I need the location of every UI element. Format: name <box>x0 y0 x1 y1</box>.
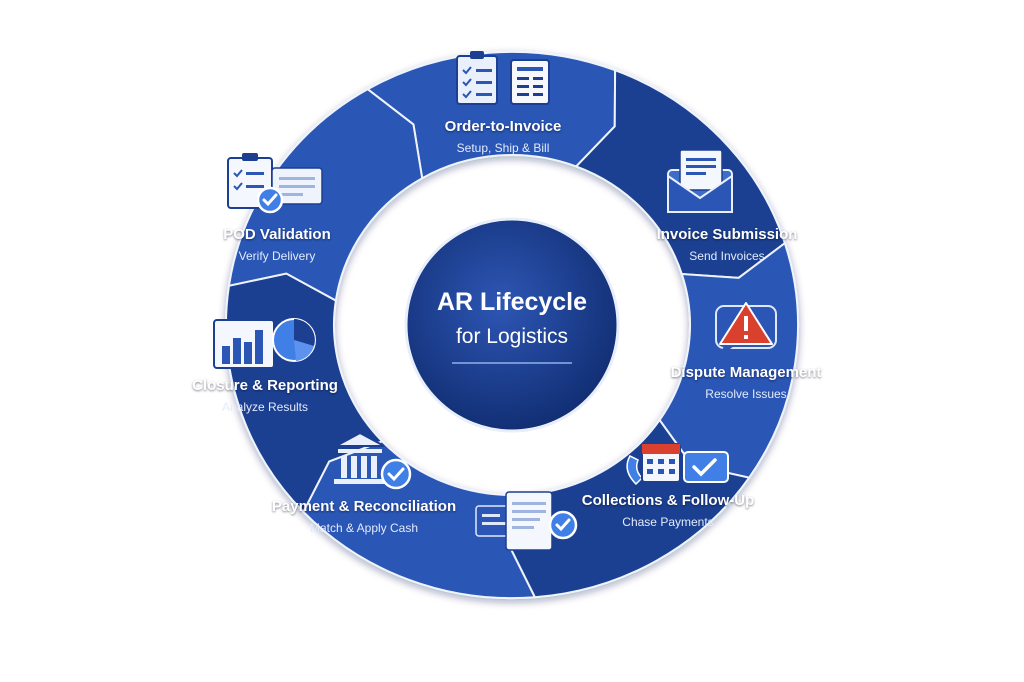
stage-title: Order-to-Invoice <box>444 118 562 135</box>
stage-payment-reconciliation: Payment & Reconciliation Match & Apply C… <box>272 498 456 535</box>
stage-collections-follow-up: Collections & Follow-Up Chase Payments <box>582 492 755 529</box>
stage-title: Invoice Submission <box>656 226 798 243</box>
center-title-block: AR Lifecycle for Logistics <box>437 288 587 349</box>
stage-pod-validation: POD Validation Verify Delivery <box>223 226 331 263</box>
stage-subtitle: Resolve Issues <box>705 387 787 401</box>
center-hub <box>404 217 620 433</box>
stage-title: Collections & Follow-Up <box>581 492 755 509</box>
stage-subtitle: Chase Payments <box>622 515 714 529</box>
stage-closure-reporting: Closure & Reporting Analyze Results <box>192 377 338 414</box>
ring-segment-pod-validation <box>227 87 424 303</box>
stage-order-to-invoice: Order-to-Invoice Setup, Ship & Bill <box>445 118 562 155</box>
center-title: AR Lifecycle <box>436 288 588 316</box>
envelope-icon <box>667 149 733 213</box>
stage-subtitle: Setup, Ship & Bill <box>456 141 550 155</box>
stage-subtitle: Match & Apply Cash <box>309 521 419 535</box>
bank-check-icon <box>334 431 412 490</box>
stage-subtitle: Verify Delivery <box>238 249 316 263</box>
calendar-phone-check-icon <box>626 443 729 486</box>
center-subtitle: for Logistics <box>455 325 569 348</box>
stage-subtitle: Analyze Results <box>221 400 309 414</box>
clipboard-invoice-icon <box>456 51 550 105</box>
stage-title: Dispute Management <box>670 364 822 381</box>
bar-pie-chart-icon <box>213 318 316 369</box>
stage-dispute-management: Dispute Management Resolve Issues <box>671 364 822 401</box>
warning-chat-icon <box>715 302 777 358</box>
stage-title: Payment & Reconciliation <box>271 498 457 515</box>
stage-subtitle: Send Invoices <box>689 249 765 263</box>
ring-segment-dispute-management <box>658 241 799 479</box>
clipboard-check-icon <box>227 153 323 214</box>
document-card-check-icon <box>475 491 578 551</box>
stage-invoice-submission: Invoice Submission Send Invoices <box>657 226 798 263</box>
stage-title: POD Validation <box>223 226 331 243</box>
stage-title: Closure & Reporting <box>192 377 338 394</box>
